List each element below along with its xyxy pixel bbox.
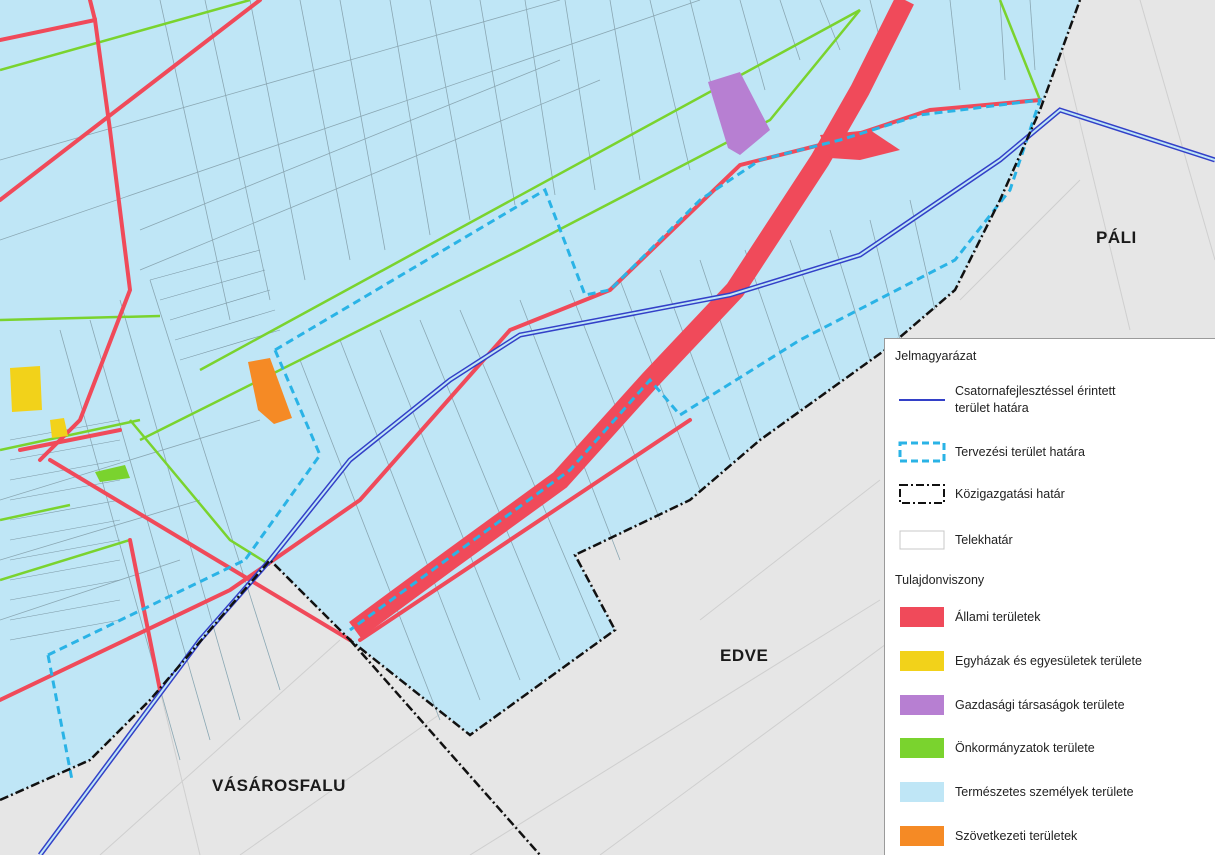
- legend-label-state: Állami területek: [955, 609, 1041, 624]
- company-parcel: [708, 72, 770, 155]
- parcel-border-icon: [895, 527, 949, 553]
- legend-label-canal-2: terület határa: [955, 401, 1029, 415]
- canal-boundary: [37, 107, 1215, 855]
- legend-item-municipal: Önkormányzatok területe: [895, 735, 1095, 761]
- private-swatch-icon: [900, 782, 944, 802]
- legend-label-company: Gazdasági társaságok területe: [955, 697, 1125, 712]
- church-swatch-icon: [900, 651, 944, 671]
- legend-item-cooperative: Szövetkezeti területek: [895, 823, 1077, 849]
- outside-roads: [99, 0, 1215, 855]
- municipality-area: [0, 0, 1080, 800]
- place-label-edve: EDVE: [720, 646, 769, 665]
- municipal-roads: [0, 0, 1042, 582]
- planning-boundary: [46, 98, 1043, 781]
- planning-dash-icon: [895, 439, 949, 465]
- municipal-swatch-icon: [900, 738, 944, 758]
- place-label-pali: PÁLI: [1096, 228, 1137, 247]
- legend-item-state: Állami területek: [895, 604, 1040, 630]
- fine-parcels: [9, 249, 281, 641]
- legend-label-cooperative: Szövetkezeti területek: [955, 828, 1078, 843]
- legend-item-company: Gazdasági társaságok területe: [895, 692, 1125, 718]
- legend-item-canal: Csatornafejlesztéssel érintett terület h…: [895, 383, 1116, 417]
- cooperative-parcel: [248, 358, 292, 424]
- legend-panel: Jelmagyarázat Csatornafejlesztéssel érin…: [884, 338, 1215, 855]
- legend-item-private: Természetes személyek területe: [895, 779, 1134, 805]
- cooperative-swatch-icon: [900, 826, 944, 846]
- church-parcel-small: [50, 418, 68, 438]
- state-main-road: [349, 0, 914, 639]
- legend-ownership-title: Tulajdonviszony: [895, 573, 985, 587]
- municipal-patch: [95, 465, 130, 482]
- place-label-vasarosfalu: VÁSÁROSFALU: [212, 776, 346, 795]
- state-junction: [820, 130, 900, 160]
- canal-line-icon: [895, 387, 949, 413]
- legend-item-church: Egyházak és egyesületek területe: [895, 648, 1142, 674]
- legend-title: Jelmagyarázat: [895, 349, 977, 363]
- company-swatch-icon: [900, 695, 944, 715]
- legend-label-church: Egyházak és egyesületek területe: [955, 653, 1142, 668]
- legend-item-admin: Közigazgatási határ: [895, 481, 1065, 507]
- legend-label-parcel: Telekhatár: [955, 532, 1013, 547]
- state-swatch-icon: [900, 607, 944, 627]
- legend-label-canal-1: Csatornafejlesztéssel érintett: [955, 384, 1116, 398]
- admin-border: [0, 0, 1082, 802]
- legend-item-planning: Tervezési terület határa: [895, 439, 1085, 465]
- legend-item-parcel: Telekhatár: [895, 527, 1013, 553]
- admin-border-south: [349, 639, 541, 855]
- church-parcel: [10, 366, 42, 412]
- legend-label-private: Természetes személyek területe: [955, 784, 1134, 799]
- legend-label-planning: Tervezési terület határa: [955, 444, 1085, 459]
- admin-border-icon: [895, 481, 949, 507]
- legend-label-municipal: Önkormányzatok területe: [955, 740, 1095, 755]
- legend-label-admin: Közigazgatási határ: [955, 486, 1065, 501]
